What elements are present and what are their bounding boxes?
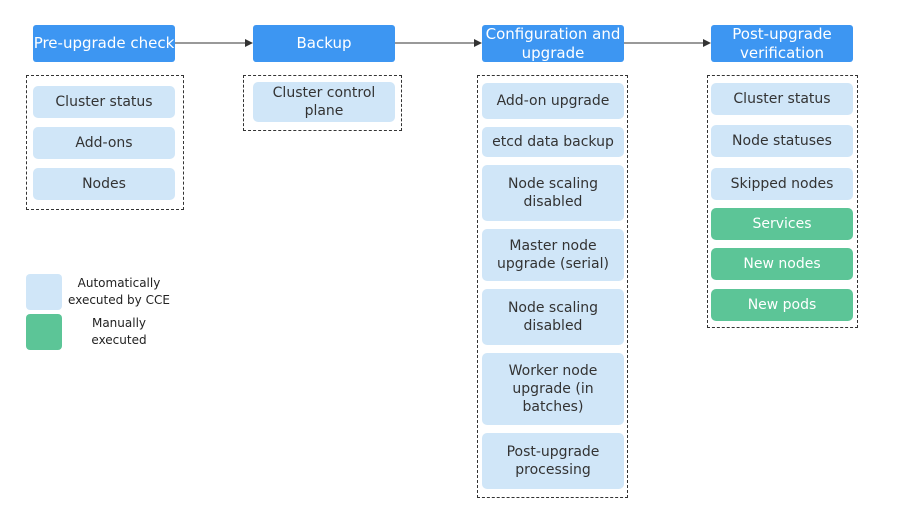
verify-item-new-pods: New pods	[711, 289, 853, 321]
legend-auto-label: Automatically executed by CCE	[68, 276, 170, 307]
pre-check-item-cluster-status: Cluster status	[33, 86, 175, 118]
verify-item-cluster-status: Cluster status	[711, 83, 853, 115]
verify-group	[707, 75, 858, 328]
stage-pre-upgrade-check: Pre-upgrade check	[33, 25, 175, 62]
config-group	[477, 75, 628, 498]
verify-item-node-statuses: Node statuses	[711, 125, 853, 157]
verify-item-services: Services	[711, 208, 853, 240]
config-item-add-on-upgrade: Add-on upgrade	[482, 83, 624, 119]
pre-check-group	[26, 75, 184, 210]
verify-item-new-nodes: New nodes	[711, 248, 853, 280]
backup-item-cluster-control-plane: Cluster control plane	[253, 82, 395, 122]
legend-manual-label: Manually executed	[91, 316, 147, 347]
config-item-post-upgrade-processing: Post-upgrade processing	[482, 433, 624, 489]
stage-backup: Backup	[253, 25, 395, 62]
config-item-worker-node-upgrade: Worker node upgrade (in batches)	[482, 353, 624, 425]
config-item-master-node-upgrade: Master node upgrade (serial)	[482, 229, 624, 281]
pre-check-item-add-ons: Add-ons	[33, 127, 175, 159]
legend-auto-swatch	[26, 274, 62, 310]
config-item-node-scaling-disabled-1: Node scaling disabled	[482, 165, 624, 221]
legend-manual-swatch	[26, 314, 62, 350]
stage-configuration-and-upgrade: Configuration and upgrade	[482, 25, 624, 62]
config-item-etcd-data-backup: etcd data backup	[482, 127, 624, 157]
pre-check-item-nodes: Nodes	[33, 168, 175, 200]
stage-post-upgrade-verification: Post-upgrade verification	[711, 25, 853, 62]
verify-item-skipped-nodes: Skipped nodes	[711, 168, 853, 200]
backup-group	[243, 75, 402, 131]
config-item-node-scaling-disabled-2: Node scaling disabled	[482, 289, 624, 345]
